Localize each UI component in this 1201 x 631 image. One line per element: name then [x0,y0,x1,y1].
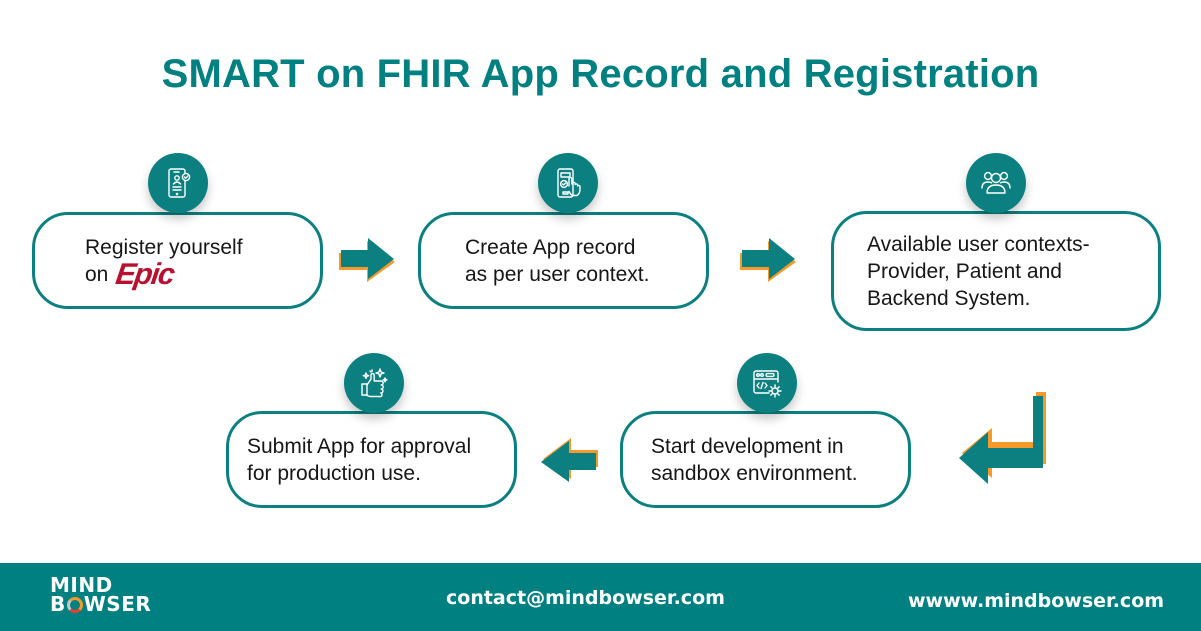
thumbs-up-sparkle-icon [344,353,404,413]
contact-email-link[interactable]: contact@mindbowser.com [446,587,725,609]
step-4-start-development: Start development in sandbox environment… [620,411,911,508]
arrow-right-icon [339,238,395,282]
arrow-right-icon [740,238,796,282]
epic-logo: Epic [114,257,177,291]
page-title: SMART on FHIR App Record and Registratio… [161,52,1040,96]
logo-word-bottom-left: B [50,592,66,616]
step-3-available-user-contexts: Available user contexts- Provider, Patie… [831,211,1161,331]
step-3-line-1: Available user contexts- [867,232,1090,256]
step-2-create-app-record: Create App record as per user context. [418,212,709,309]
step-4-line-2: sandbox environment. [651,461,858,485]
step-5-line-2: for production use. [247,461,421,485]
step-5-line-1: Submit App for approval [247,434,472,458]
footer: MIND B WSER contact@mindbowser.com wwww.m… [0,563,1201,631]
arrow-left-icon [541,438,598,482]
phone-touch-icon [538,153,598,213]
logo-word-top: MIND [50,573,113,597]
step-3-line-2: Provider, Patient and [867,259,1062,283]
logo-word-bottom-right: WSER [83,592,152,616]
website-link[interactable]: wwww.mindbowser.com [908,590,1165,612]
tablet-user-check-icon [148,153,208,213]
step-2-line-1: Create App record [465,235,636,259]
step-4-line-1: Start development in [651,434,844,458]
step-1-line-1: Register yourself [85,235,243,259]
mindbowser-logo: MIND B WSER [50,573,152,616]
step-3-line-3: Backend System. [867,286,1031,310]
step-5-submit-for-approval: Submit App for approval for production u… [226,411,517,508]
step-2-line-2: as per user context. [465,262,650,286]
logo-swirl-icon [66,597,83,613]
code-window-gear-icon [737,353,797,413]
arrow-return-left-icon [959,392,1046,484]
step-1-line-2: on [85,262,109,286]
users-group-icon [966,153,1026,213]
